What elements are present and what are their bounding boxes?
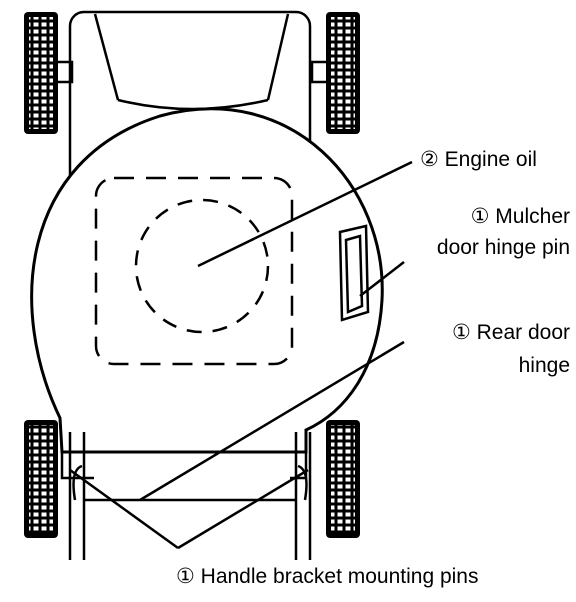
front-right-wheel — [326, 420, 360, 538]
engine-outline — [94, 176, 294, 366]
leader-lines — [69, 160, 413, 550]
rear-left-wheel — [24, 12, 58, 134]
mulcher-label-line1: ① Mulcher — [470, 205, 570, 228]
rear-door-label-line2: hinge — [518, 354, 570, 377]
handle-bracket-label: ① Handle bracket mounting pins — [176, 565, 479, 588]
rear-door-leader — [139, 340, 405, 502]
rear-right-wheel — [326, 12, 360, 134]
mulcher-label-line2: door hinge pin — [436, 236, 570, 259]
mulcher-door — [338, 224, 370, 322]
mower-deck — [30, 107, 384, 454]
engine-oil-label: ② Engine oil — [420, 148, 537, 171]
rear-axles — [54, 60, 330, 84]
handle-pin-leader-left — [69, 468, 179, 550]
rear-door-label-line1: ① Rear door — [451, 321, 570, 344]
handle-pin-leader-right — [177, 468, 309, 550]
mulcher-pin-leader — [359, 261, 405, 297]
front-left-wheel — [24, 420, 58, 538]
engine-oil-fill-outline — [134, 198, 270, 334]
engine-oil-leader — [197, 160, 413, 268]
handle-assembly — [60, 432, 312, 560]
